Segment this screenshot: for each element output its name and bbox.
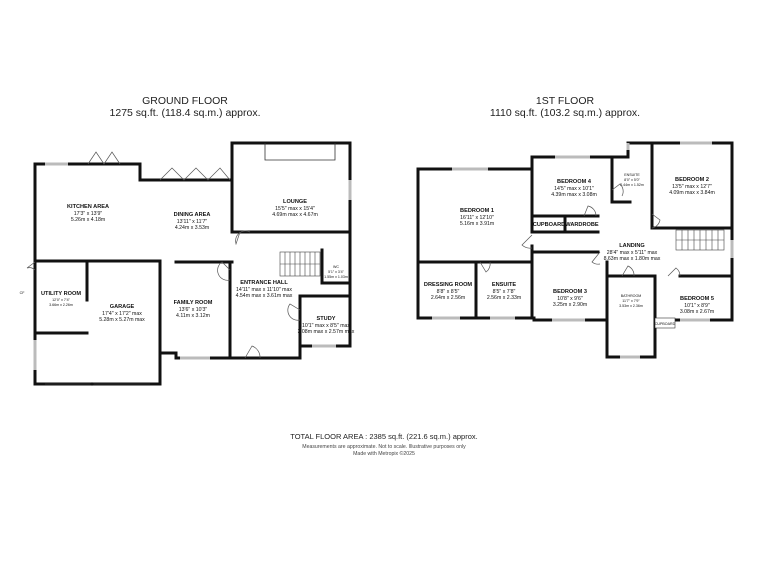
room-dim-bed3-imperial: 10'8" x 9'6" (557, 296, 583, 302)
room-name-study: STUDY (317, 316, 336, 322)
room-dim-bath-imperial: 11'7" x 7'9" (622, 299, 640, 303)
total-floor-area: TOTAL FLOOR AREA : 2385 sq.ft. (221.6 sq… (290, 432, 478, 441)
room-dim-study-metric: 3.08m max x 2.57m max (298, 329, 355, 335)
room-dim-bed1-imperial: 16'11" x 12'10" (460, 215, 494, 221)
room-dim-family-metric: 4.11m x 3.12m (176, 313, 210, 319)
lounge-bay-window (264, 143, 336, 161)
room-dim-lounge-imperial: 15'5" max x 15'4" (275, 206, 315, 212)
first-floor-title: 1ST FLOOR (535, 95, 595, 107)
room-dim-utility-metric: 3.66m x 2.26m (49, 303, 73, 307)
first-floor-plan: CUPBOARD WARDROBE CUPBOARD BEDROOM 1 16'… (416, 141, 734, 359)
room-name-bed1: BEDROOM 1 (460, 208, 494, 214)
kitchen-bifold-door (87, 151, 121, 165)
room-name-garage: GARAGE (110, 304, 135, 310)
wardrobe-label: WARDROBE (565, 222, 599, 228)
ensuite-top-door (611, 183, 624, 197)
lounge-door (235, 230, 251, 246)
first-staircase (675, 229, 725, 251)
room-dim-study-imperial: 10'1" max x 8'5" max (302, 323, 350, 329)
room-dim-family-imperial: 13'6" x 10'3" (179, 307, 208, 313)
room-dim-bed4-imperial: 14'5" max x 10'1" (554, 186, 594, 192)
room-name-lounge: LOUNGE (283, 199, 307, 205)
ground-floor-title: GROUND FLOOR (142, 95, 228, 107)
room-name-wc: WC (333, 265, 339, 269)
room-dim-kitchen-metric: 5.26m x 4.18m (71, 217, 105, 223)
bed5-door (667, 267, 681, 277)
room-dim-bed2-metric: 4.09m max x 3.84m (669, 190, 715, 196)
room-dim-bed2-imperial: 13'5" max x 12'7" (672, 184, 712, 190)
room-name-ensuite-top: ENSUITE (624, 173, 640, 177)
room-dim-bed5-imperial: 10'1" x 8'9" (684, 303, 710, 309)
room-name-landing: LANDING (619, 243, 644, 249)
bed5-cupboard-box (654, 317, 676, 329)
cf-label: CF (20, 291, 26, 295)
dressing-door (479, 261, 491, 273)
room-dim-hall-metric: 4.54m max x 3.61m max (236, 293, 293, 299)
room-dim-bed5-metric: 3.08m x 2.67m (680, 309, 714, 315)
room-dim-ensuite-metric: 2.56m x 2.33m (487, 295, 521, 301)
room-dim-dressing-imperial: 8'8" x 8'5" (437, 289, 460, 295)
room-name-family: FAMILY ROOM (174, 300, 213, 306)
room-name-bed5: BEDROOM 5 (680, 296, 714, 302)
bed2-door (651, 213, 661, 229)
room-name-utility: UTILITY ROOM (41, 291, 81, 297)
room-dim-bath-metric: 3.53m x 2.36m (619, 304, 643, 308)
room-dim-kitchen-imperial: 17'3" x 13'9" (74, 211, 103, 217)
cupboard-label: CUPBOARD (533, 222, 565, 228)
room-dim-ensuite-imperial: 8'5" x 7'8" (493, 289, 516, 295)
room-dim-garage-metric: 5.28m x 5.27m max (99, 317, 145, 323)
ground-floor-plan: CF KITCHEN AREA 17'3" x 13'9" 5.26m x 4.… (20, 141, 355, 386)
room-dim-wc-metric: 1.55m x 1.03m (324, 275, 348, 279)
room-name-hall: ENTRANCE HALL (240, 280, 288, 286)
bed5-cupboard-label: CUPBOARD (655, 322, 676, 326)
room-dim-bed4-metric: 4.39m max x 3.08m (551, 192, 597, 198)
disclaimer-line-1: Measurements are approximate. Not to sca… (302, 444, 466, 450)
room-name-bath: BATHROOM (621, 294, 642, 298)
room-dim-landing-imperial: 28'4" max x 5'11" max (607, 250, 658, 256)
room-dim-dining-metric: 4.24m x 3.53m (175, 225, 209, 231)
dining-bifold-door (159, 167, 231, 181)
room-dim-lounge-metric: 4.69m max x 4.67m (272, 212, 318, 218)
disclaimer: Measurements are approximate. Not to sca… (200, 444, 568, 457)
room-dim-ensuite-top-imperial: 8'0" x 5'0" (624, 178, 640, 182)
disclaimer-line-2: Made with Metropix ©2025 (353, 450, 415, 457)
family-door (217, 261, 231, 281)
room-name-bed3: BEDROOM 3 (553, 289, 587, 295)
ground-floor-area: 1275 sq.ft. (118.4 sq.m.) approx. (109, 107, 261, 119)
room-dim-landing-metric: 8.63m max x 1.80m max (604, 256, 661, 262)
room-name-dressing: DRESSING ROOM (424, 282, 473, 288)
room-name-bed2: BEDROOM 2 (675, 177, 709, 183)
bed3-door (591, 251, 601, 265)
room-name-dining: DINING AREA (174, 212, 211, 218)
first-floor-area: 1110 sq.ft. (103.2 sq.m.) approx. (489, 107, 641, 119)
room-dim-dining-imperial: 13'11" x 11'7" (177, 219, 208, 225)
bed1-door (521, 234, 533, 249)
room-dim-utility-imperial: 12'0" x 7'4" (52, 298, 70, 302)
room-dim-bed3-metric: 3.25m x 2.90m (553, 302, 587, 308)
ground-staircase (279, 251, 321, 277)
room-dim-hall-imperial: 14'11" max x 11'10" max (236, 287, 292, 293)
room-name-bed4: BEDROOM 4 (557, 179, 592, 185)
hall-front-door (244, 345, 261, 359)
room-dim-bed1-metric: 5.16m x 3.91m (460, 221, 494, 227)
utility-door (26, 261, 36, 271)
first-floor-heading: 1ST FLOOR 1110 sq.ft. (103.2 sq.m.) appr… (470, 95, 660, 119)
ground-floor-heading: GROUND FLOOR 1275 sq.ft. (118.4 sq.m.) a… (90, 95, 280, 119)
room-name-kitchen: KITCHEN AREA (67, 204, 109, 210)
garage-door-mark (90, 382, 94, 386)
bath-door (621, 265, 635, 277)
bed4-door (583, 205, 597, 217)
room-dim-wc-imperial: 5'1" x 3'4" (328, 270, 344, 274)
room-dim-dressing-metric: 2.64m x 2.56m (431, 295, 465, 301)
study-door (287, 303, 301, 321)
room-dim-ensuite-top-metric: 2.44m x 1.52m (620, 183, 644, 187)
room-name-ensuite: ENSUITE (492, 282, 517, 288)
room-dim-garage-imperial: 17'4" x 17'2" max (102, 311, 142, 317)
